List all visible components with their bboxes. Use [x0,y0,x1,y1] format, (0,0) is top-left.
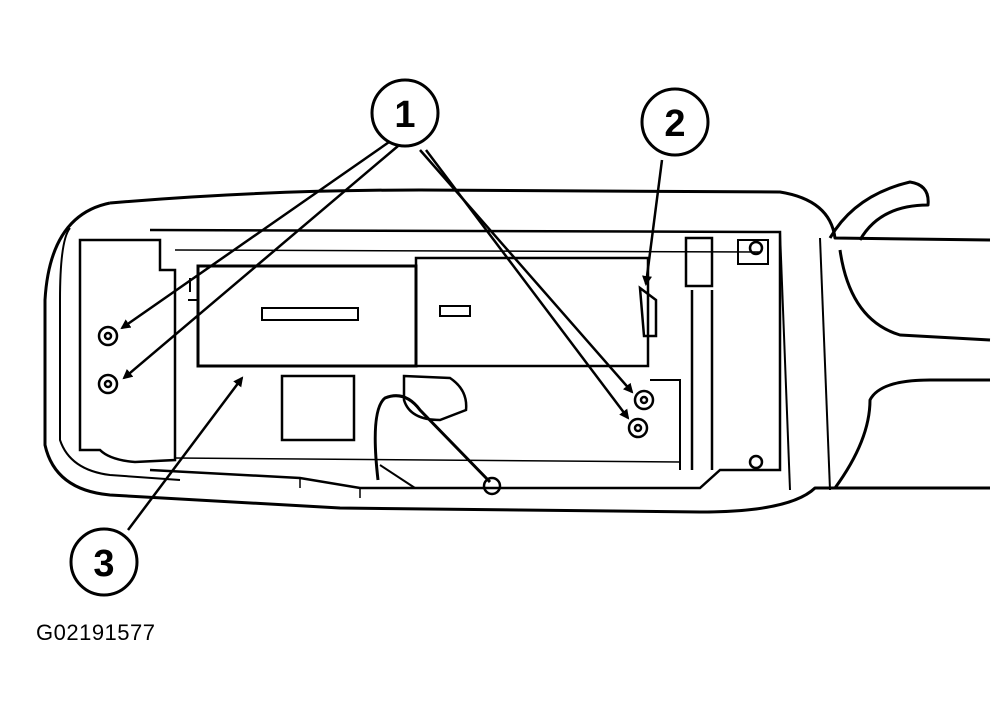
figure-id: G02191577 [36,620,156,645]
callout-2-label: 2 [664,103,685,145]
inner-frame [78,228,782,498]
callout-1-label: 1 [394,94,415,136]
arrow-icon [120,138,664,531]
callout-3: 3 [69,527,139,597]
handle [779,180,991,491]
callout-1: 1 [370,78,440,148]
module-housing [188,256,650,368]
housing-outline [43,188,991,514]
lower-components [280,374,502,496]
screw-icon [97,240,764,470]
bracket [638,236,769,470]
callout-3-label: 3 [93,543,114,585]
callout-2: 2 [640,87,710,157]
